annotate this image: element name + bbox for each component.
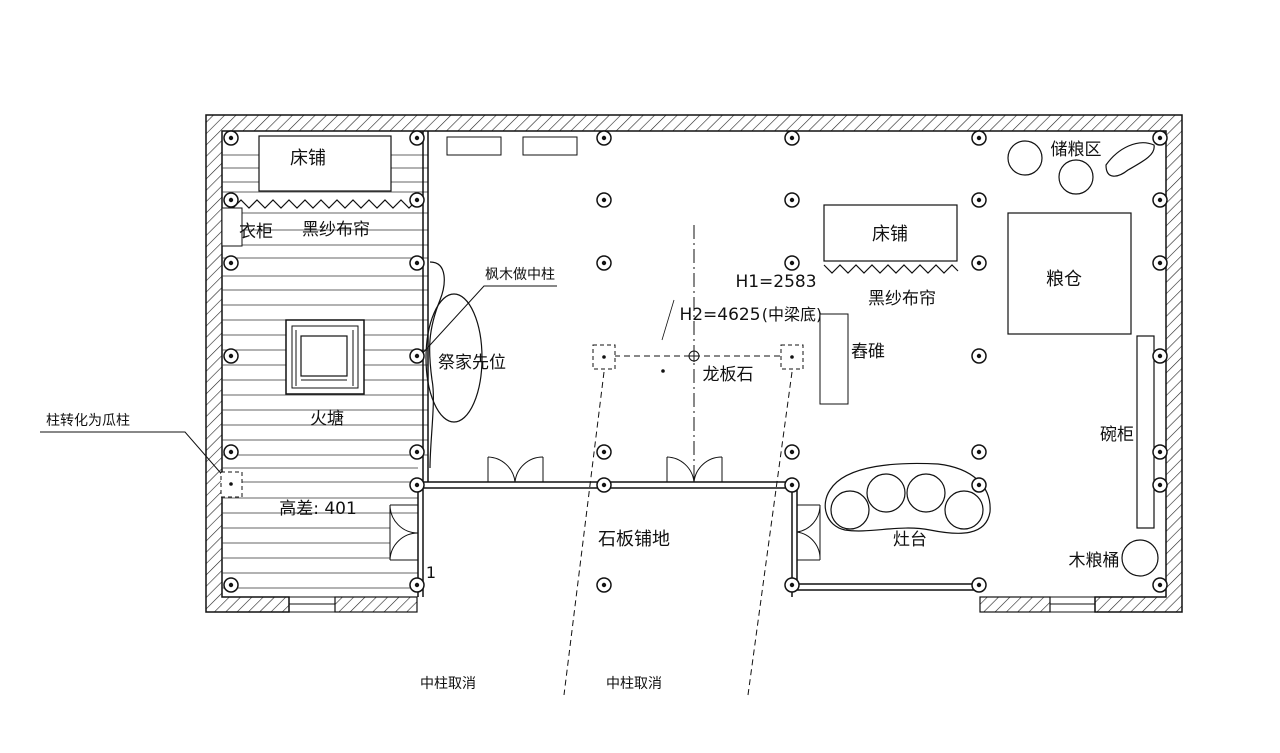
cupboard-label: 碗柜 <box>1100 425 1134 445</box>
pillar-center <box>228 582 234 588</box>
h1-label: H1=2583 <box>735 272 816 292</box>
door-center-right <box>666 456 723 483</box>
pillar-center <box>228 260 234 266</box>
grain-basket <box>1105 142 1155 177</box>
pillar-note-label: 柱转化为瓜柱 <box>46 413 130 429</box>
cancel-left-leader <box>563 371 605 696</box>
grain-bucket-label: 木粮桶 <box>1069 551 1120 571</box>
curtain-right-zigzag <box>823 264 959 274</box>
stove-label: 灶台 <box>893 530 927 550</box>
dragon-stone-label: 龙板石 <box>703 365 754 385</box>
grain-bucket <box>1121 539 1159 577</box>
pillar-center <box>789 197 795 203</box>
outer-wall <box>205 114 1183 613</box>
h2-leader <box>661 299 675 341</box>
door-left <box>389 504 419 561</box>
pillar-center <box>1157 582 1163 588</box>
pillar-center <box>601 197 607 203</box>
pillar-center <box>976 135 982 141</box>
height-diff-label: 高差: 401 <box>279 499 357 519</box>
fire-pit-label: 火塘 <box>310 409 344 429</box>
pillar-center <box>976 482 982 488</box>
door-center-left <box>487 456 544 483</box>
bed-left: 床铺 <box>258 135 392 192</box>
pillar-center <box>976 582 982 588</box>
melon-pillar-dot <box>229 482 233 486</box>
cupboard <box>1136 335 1155 529</box>
granary-label: 粮仓 <box>1046 269 1082 290</box>
pillar-center <box>414 260 420 266</box>
pillar-center <box>414 353 420 359</box>
pillar-center <box>789 582 795 588</box>
maple-pillar-leader <box>419 285 557 357</box>
pillar-group <box>223 130 1168 593</box>
cancel-left-label: 中柱取消 <box>420 676 476 692</box>
granary <box>1007 212 1132 335</box>
pillar-center <box>976 197 982 203</box>
maple-pillar-label: 枫木做中柱 <box>485 267 555 283</box>
pillar-center <box>1157 449 1163 455</box>
h2-label: H2=4625 <box>679 305 760 325</box>
mortar-label: 舂碓 <box>851 342 885 362</box>
axis-dot <box>661 369 665 373</box>
pillar-center <box>789 482 795 488</box>
pillar-center <box>601 449 607 455</box>
fire-pit <box>285 319 365 395</box>
stove <box>824 462 991 534</box>
h2-note-label: (中梁底) <box>762 305 823 324</box>
curtain-left-zigzag <box>224 199 418 209</box>
window-top-2 <box>522 136 578 156</box>
grain-area-label: 储粮区 <box>1051 140 1102 160</box>
grain-jar-2 <box>1058 159 1094 195</box>
pillar-center <box>414 135 420 141</box>
cancel-right-leader <box>747 371 793 696</box>
pillar-center <box>1157 482 1163 488</box>
pillar-center <box>976 260 982 266</box>
pillar-center <box>789 260 795 266</box>
pillar-center <box>1157 197 1163 203</box>
pillar-center <box>789 449 795 455</box>
bed-right: 床铺 <box>823 204 958 262</box>
pillar-center <box>228 449 234 455</box>
pillar-center <box>1157 353 1163 359</box>
altar-outline <box>429 261 445 469</box>
pillar-center <box>414 449 420 455</box>
pillar-center <box>601 582 607 588</box>
bed-right-label: 床铺 <box>872 224 908 245</box>
pillar-center <box>228 353 234 359</box>
stone-floor-label: 石板铺地 <box>598 529 670 550</box>
door-right <box>796 504 821 561</box>
pillar-center <box>601 260 607 266</box>
pillar-center <box>1157 260 1163 266</box>
pillar-center <box>1157 135 1163 141</box>
pillar-center <box>601 135 607 141</box>
curtain-right-label: 黑纱布帘 <box>868 289 936 309</box>
pillar-note-leader <box>40 431 233 487</box>
cancel-right-label: 中柱取消 <box>606 676 662 692</box>
bed-left-label: 床铺 <box>290 148 326 169</box>
pillar-center <box>976 449 982 455</box>
number-one-label: 1 <box>426 563 436 582</box>
pillar-center <box>976 353 982 359</box>
wardrobe-label: 衣柜 <box>239 222 273 242</box>
mortar <box>819 313 849 405</box>
window-top-1 <box>446 136 502 156</box>
wardrobe <box>221 207 243 247</box>
pillar-center <box>414 197 420 203</box>
pillar-center <box>228 197 234 203</box>
pillar-center <box>414 582 420 588</box>
ancestor-ellipse <box>425 293 483 423</box>
ancestor-label: 祭家先位 <box>438 353 506 373</box>
pillar-center <box>601 482 607 488</box>
pillar-center <box>789 135 795 141</box>
curtain-left-label: 黑纱布帘 <box>302 220 370 240</box>
grain-jar-1 <box>1007 140 1043 176</box>
pillar-center <box>228 135 234 141</box>
pillar-center <box>414 482 420 488</box>
